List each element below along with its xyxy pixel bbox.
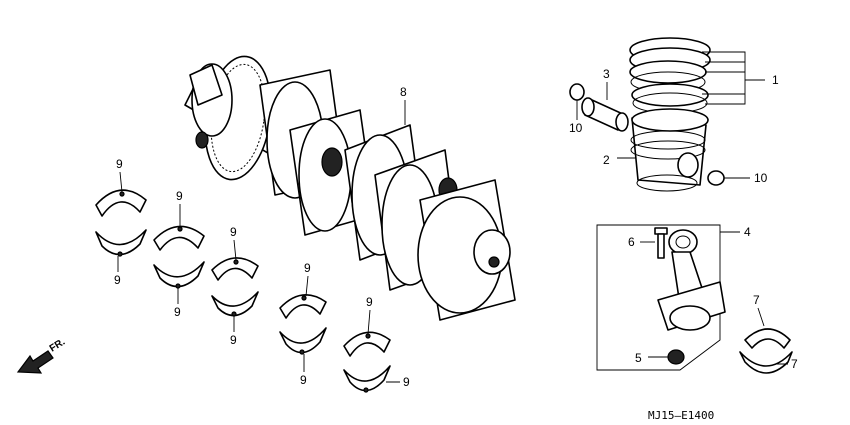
label-pin-clip-right: 10 [754, 171, 768, 185]
main-bearing-set-2[interactable] [153, 225, 205, 289]
pin-clip-right[interactable] [707, 170, 725, 186]
label-main-bearing: 9 [304, 261, 311, 275]
front-direction-label: FR. [48, 337, 68, 355]
piston-pin[interactable] [581, 97, 629, 132]
label-pin-clip-left: 10 [569, 121, 583, 135]
pin-clip-left[interactable] [569, 83, 585, 101]
label-main-bearing: 9 [176, 189, 183, 203]
label-rod-bearing-bottom: 7 [791, 357, 798, 371]
label-main-bearing: 9 [114, 273, 121, 287]
main-bearing-set-3[interactable] [211, 257, 259, 317]
label-main-bearing: 9 [116, 157, 123, 171]
label-rod-nut: 5 [635, 351, 642, 365]
main-bearing-set-5[interactable] [343, 331, 391, 393]
label-rod-bolt: 6 [628, 235, 635, 249]
label-main-bearing: 9 [300, 373, 307, 387]
main-bearing-set-1[interactable] [95, 189, 147, 257]
label-main-bearing: 9 [174, 305, 181, 319]
front-direction-arrow-icon [16, 350, 54, 374]
label-piston-rings: 1 [772, 73, 779, 87]
main-bearing-set-4[interactable] [279, 294, 327, 355]
crankshaft[interactable] [184, 52, 516, 321]
piston-rings[interactable] [629, 37, 711, 114]
label-crankshaft: 8 [400, 85, 407, 99]
label-main-bearing: 9 [230, 225, 237, 239]
label-main-bearing: 9 [403, 375, 410, 389]
rod-bolt[interactable] [654, 227, 668, 259]
label-main-bearing: 9 [230, 333, 237, 347]
connecting-rod[interactable] [657, 229, 726, 331]
label-rod-bearing-top: 7 [753, 293, 760, 307]
rod-group-frame [596, 224, 721, 371]
diagram-code: MJ15—E1400 [648, 409, 714, 422]
label-main-bearing: 9 [366, 295, 373, 309]
label-connecting-rod: 4 [744, 225, 751, 239]
rod-nut[interactable] [667, 349, 685, 365]
leader-lines [117, 51, 788, 383]
piston[interactable] [630, 108, 709, 192]
rod-bearing[interactable] [739, 328, 793, 374]
label-piston: 2 [603, 153, 610, 167]
label-piston-pin: 3 [603, 67, 610, 81]
